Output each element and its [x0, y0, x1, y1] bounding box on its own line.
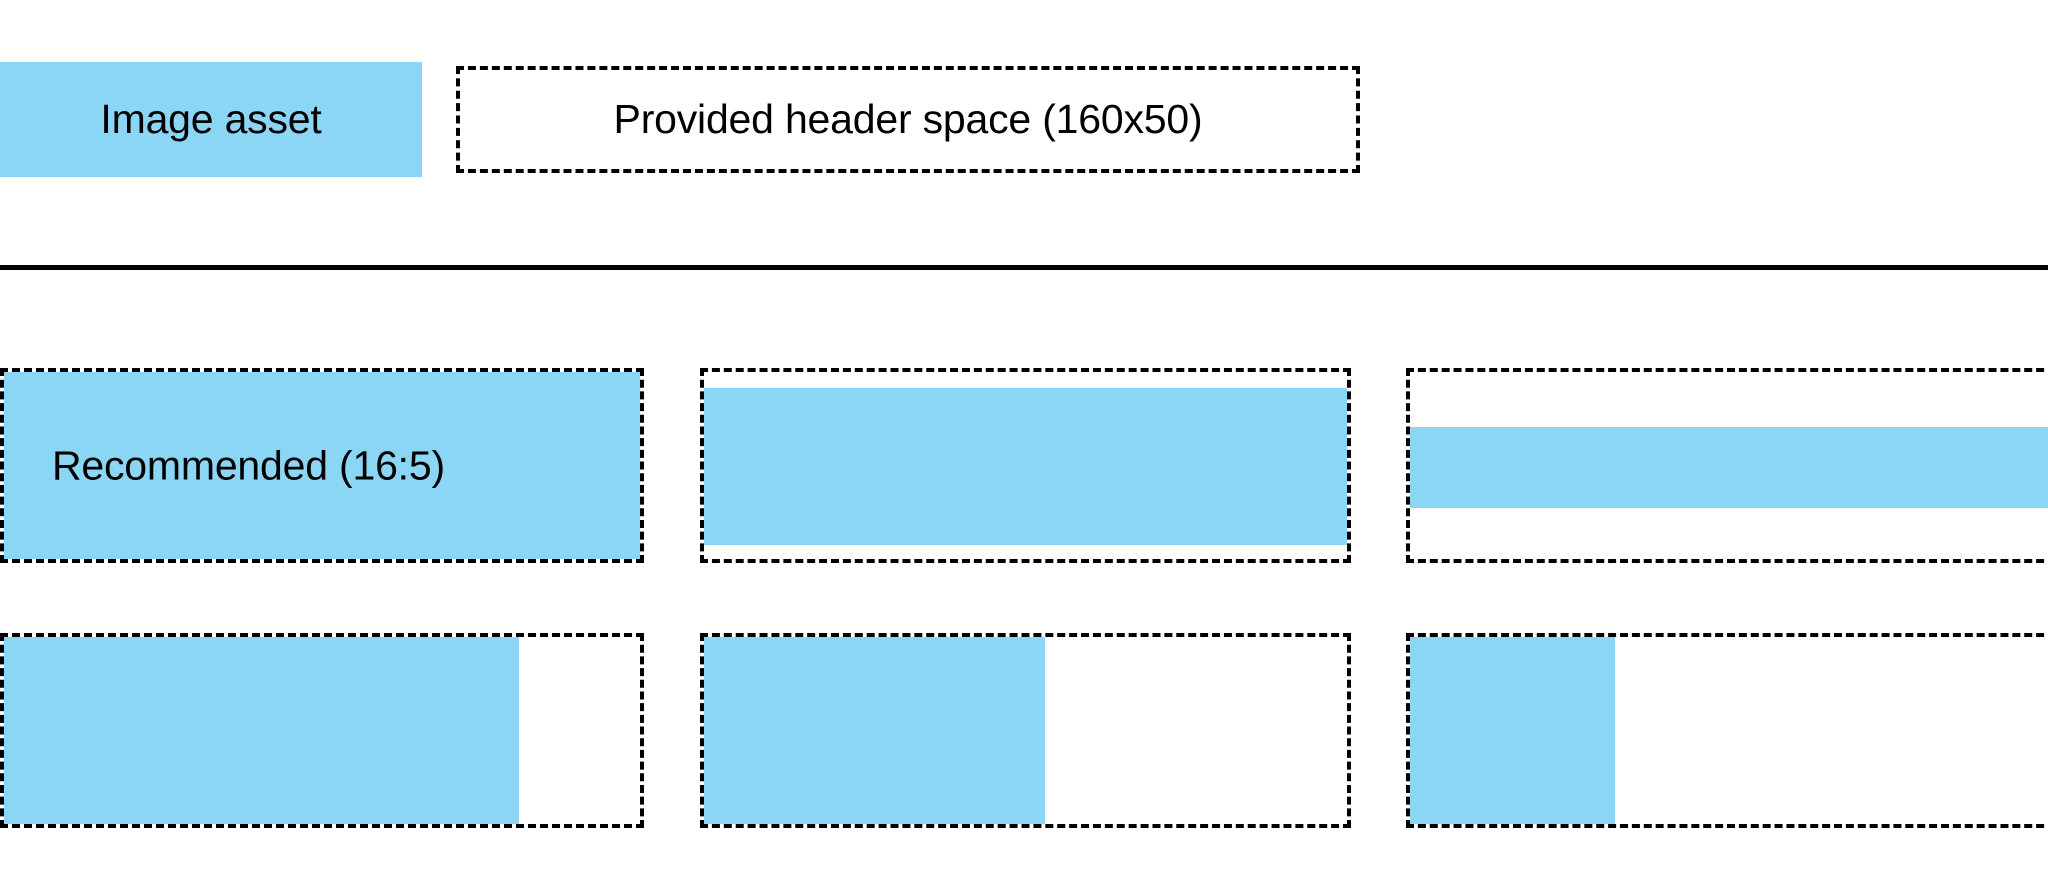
asset-fill-width-32 — [1410, 637, 1616, 824]
section-divider-rule — [0, 265, 2048, 270]
asset-fill-width-81 — [4, 637, 520, 824]
recommended-ratio-label: Recommended (16:5) — [52, 442, 445, 488]
cell-recommended: Recommended (16:5) — [0, 368, 644, 563]
cell-width-81 — [0, 633, 644, 828]
header-example-row: Image asset Provided header space (160x5… — [0, 0, 2048, 267]
cell-width-53 — [700, 633, 1351, 828]
asset-fill-full — [4, 372, 640, 559]
image-asset-swatch: Image asset — [0, 62, 422, 177]
provided-header-space-box: Provided header space (160x50) — [456, 66, 1360, 173]
asset-fill-width-53 — [704, 637, 1045, 824]
cell-thin-band — [1406, 368, 2048, 563]
asset-fill-inset-vertical — [704, 388, 1347, 545]
asset-fill-thin-band — [1410, 427, 2048, 508]
image-asset-label: Image asset — [100, 96, 322, 142]
cell-wide-inset — [700, 368, 1351, 563]
provided-header-space-label: Provided header space (160x50) — [613, 96, 1203, 142]
cell-width-32 — [1406, 633, 2048, 828]
